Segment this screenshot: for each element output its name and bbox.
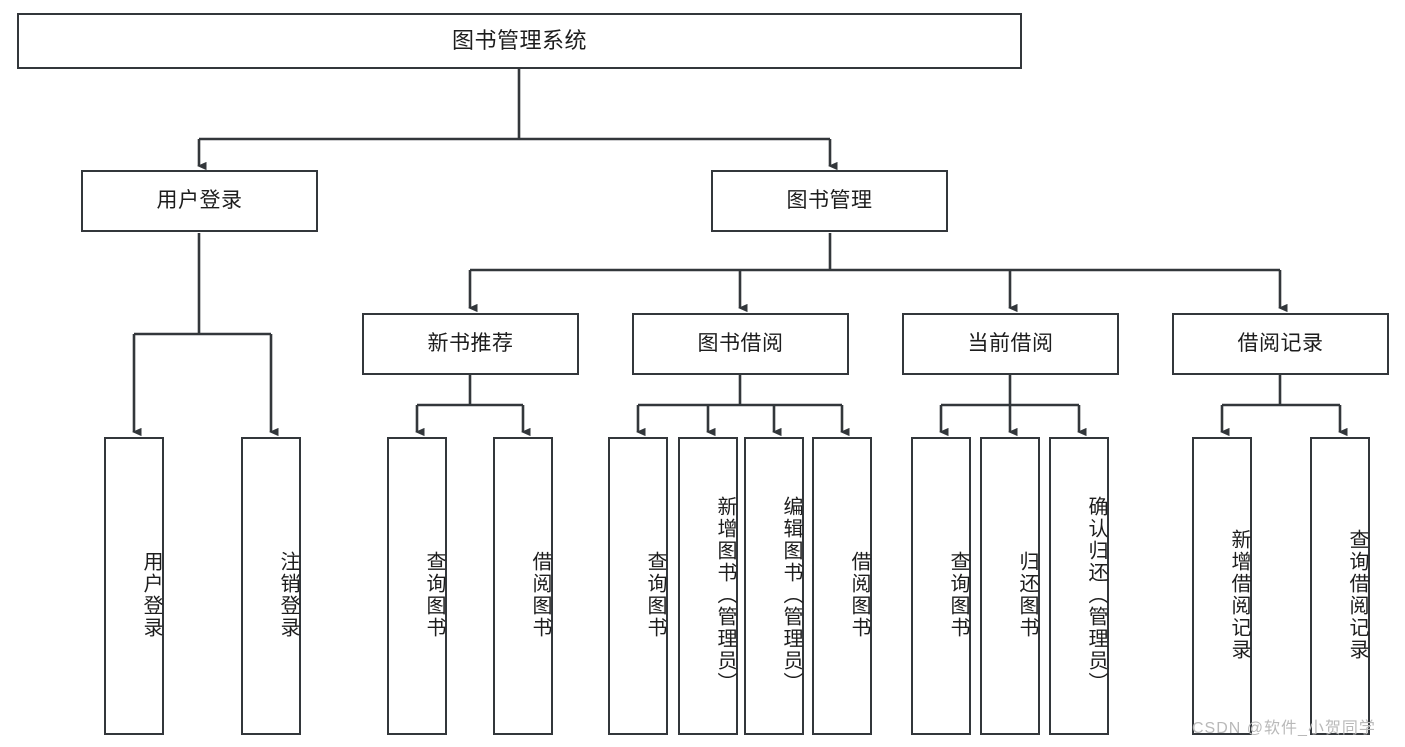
leaf-label: 确认归还（管理员） [1085, 496, 1107, 694]
leaf-label: 借阅图书 [529, 551, 551, 639]
leaf-borrow-record-add-record[interactable]: 新增借阅记录 [1192, 437, 1252, 735]
leaf-current-borrow-query-book[interactable]: 查询图书 [911, 437, 971, 735]
node-root-book-management-system[interactable]: 图书管理系统 [17, 13, 1022, 69]
leaf-book-borrow-add-book-admin[interactable]: 新增图书（管理员） [678, 437, 738, 735]
leaf-user-login-login[interactable]: 用户登录 [104, 437, 164, 735]
leaf-user-login-logout[interactable]: 注销登录 [241, 437, 301, 735]
node-book-management[interactable]: 图书管理 [711, 170, 948, 232]
leaf-current-borrow-return-book[interactable]: 归还图书 [980, 437, 1040, 735]
leaf-new-book-borrow-book[interactable]: 借阅图书 [493, 437, 553, 735]
leaf-label: 查询图书 [947, 551, 969, 639]
leaf-label: 新增图书（管理员） [714, 496, 736, 694]
leaf-label: 归还图书 [1016, 551, 1038, 639]
leaf-borrow-record-query-record[interactable]: 查询借阅记录 [1310, 437, 1370, 735]
leaf-label: 新增借阅记录 [1228, 529, 1250, 661]
node-user-login[interactable]: 用户登录 [81, 170, 318, 232]
leaf-label: 用户登录 [140, 551, 162, 639]
node-borrowing-record[interactable]: 借阅记录 [1172, 313, 1389, 375]
leaf-label: 借阅图书 [848, 551, 870, 639]
leaf-book-borrow-borrow-book[interactable]: 借阅图书 [812, 437, 872, 735]
node-new-book-recommendation[interactable]: 新书推荐 [362, 313, 579, 375]
leaf-current-borrow-confirm-return-admin[interactable]: 确认归还（管理员） [1049, 437, 1109, 735]
leaf-label: 编辑图书（管理员） [780, 496, 802, 694]
node-book-borrowing[interactable]: 图书借阅 [632, 313, 849, 375]
leaf-label: 查询借阅记录 [1346, 529, 1368, 661]
leaf-book-borrow-query-book[interactable]: 查询图书 [608, 437, 668, 735]
leaf-label: 查询图书 [644, 551, 666, 639]
leaf-book-borrow-edit-book-admin[interactable]: 编辑图书（管理员） [744, 437, 804, 735]
leaf-new-book-query-book[interactable]: 查询图书 [387, 437, 447, 735]
leaf-label: 查询图书 [423, 551, 445, 639]
node-current-borrowing[interactable]: 当前借阅 [902, 313, 1119, 375]
leaf-label: 注销登录 [277, 551, 299, 639]
